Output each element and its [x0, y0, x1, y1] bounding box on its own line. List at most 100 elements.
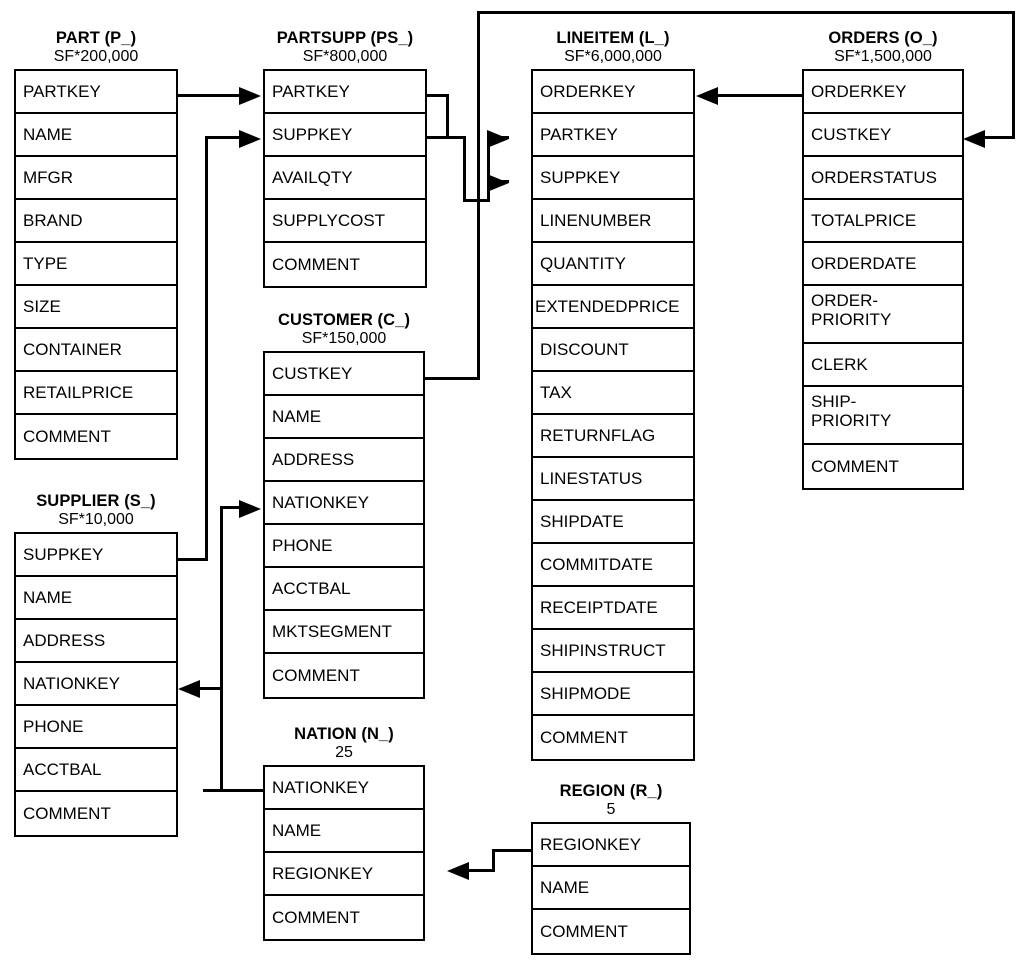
- field-lineitem-commitdate: COMMITDATE: [533, 544, 693, 587]
- field-nation-name: NAME: [265, 810, 423, 853]
- field-orders-orderdate: ORDERDATE: [804, 243, 962, 286]
- arrow-right-icon: [487, 174, 509, 192]
- field-lineitem-extendedprice: EXTENDEDPRICE: [533, 286, 693, 329]
- table-lineitem-box: ORDERKEY PARTKEY SUPPKEY LINENUMBER QUAN…: [531, 69, 695, 761]
- connector-line: [205, 138, 208, 560]
- table-partsupp-title: PARTSUPP (PS_): [276, 29, 414, 47]
- arrow-left-icon: [178, 680, 200, 698]
- arrow-right-icon: [239, 87, 261, 105]
- table-nation-title: NATION (N_): [294, 725, 394, 743]
- field-lineitem-partkey: PARTKEY: [533, 114, 693, 157]
- field-supplier-suppkey: SUPPKEY: [16, 534, 176, 577]
- field-orders-custkey: CUSTKEY: [804, 114, 962, 157]
- connector-line: [446, 94, 449, 138]
- field-orders-comment: COMMENT: [804, 445, 962, 488]
- field-lineitem-linestatus: LINESTATUS: [533, 458, 693, 501]
- field-orders-orderstatus: ORDERSTATUS: [804, 157, 962, 200]
- field-supplier-nationkey: NATIONKEY: [16, 663, 176, 706]
- table-lineitem-cardinality: SF*6,000,000: [564, 48, 662, 65]
- field-partsupp-supplycost: SUPPLYCOST: [265, 200, 425, 243]
- table-orders: ORDERS (O_) SF*1,500,000 ORDERKEY CUSTKE…: [802, 28, 964, 490]
- field-orders-shippriority: SHIP-PRIORITY: [804, 387, 962, 445]
- table-region-box: REGIONKEY NAME COMMENT: [531, 822, 691, 955]
- connector-line: [984, 136, 1015, 139]
- table-nation: NATION (N_) 25 NATIONKEY NAME REGIONKEY …: [263, 724, 425, 941]
- field-part-size: SIZE: [16, 286, 176, 329]
- arrow-left-icon: [963, 130, 985, 148]
- field-partsupp-comment: COMMENT: [265, 243, 425, 286]
- connector-line: [200, 687, 222, 690]
- field-lineitem-receiptdate: RECEIPTDATE: [533, 587, 693, 630]
- connector-line: [477, 11, 1015, 14]
- connector-line: [492, 849, 495, 871]
- connector-line: [446, 136, 466, 139]
- field-part-mfgr: MFGR: [16, 157, 176, 200]
- field-lineitem-quantity: QUANTITY: [533, 243, 693, 286]
- field-orders-orderpriority: ORDER-PRIORITY: [804, 286, 962, 344]
- table-partsupp-box: PARTKEY SUPPKEY AVAILQTY SUPPLYCOST COMM…: [263, 69, 427, 288]
- field-part-container: CONTAINER: [16, 329, 176, 372]
- field-part-retailprice: RETAILPRICE: [16, 372, 176, 415]
- field-supplier-comment: COMMENT: [16, 792, 176, 835]
- table-supplier-cardinality: SF*10,000: [58, 511, 134, 528]
- connector-line: [205, 136, 241, 139]
- table-region: REGION (R_) 5 REGIONKEY NAME COMMENT: [531, 781, 691, 955]
- field-customer-acctbal: ACCTBAL: [265, 568, 423, 611]
- field-customer-phone: PHONE: [265, 525, 423, 568]
- table-part-box: PARTKEY NAME MFGR BRAND TYPE SIZE CONTAI…: [14, 69, 178, 460]
- table-nation-cardinality: 25: [335, 744, 353, 761]
- field-supplier-name: NAME: [16, 577, 176, 620]
- arrow-right-icon: [487, 130, 509, 148]
- field-customer-nationkey: NATIONKEY: [265, 482, 423, 525]
- field-lineitem-orderkey: ORDERKEY: [533, 71, 693, 114]
- field-lineitem-shipdate: SHIPDATE: [533, 501, 693, 544]
- field-region-name: NAME: [533, 867, 689, 910]
- connector-line: [427, 94, 449, 97]
- table-partsupp-cardinality: SF*800,000: [302, 48, 388, 65]
- table-orders-title: ORDERS (O_): [828, 29, 938, 47]
- table-part-cardinality: SF*200,000: [53, 48, 139, 65]
- field-lineitem-returnflag: RETURNFLAG: [533, 415, 693, 458]
- table-supplier: SUPPLIER (S_) SF*10,000 SUPPKEY NAME ADD…: [14, 491, 178, 837]
- table-part: PART (P_) SF*200,000 PARTKEY NAME MFGR B…: [14, 28, 178, 460]
- connector-line: [487, 136, 490, 202]
- table-supplier-box: SUPPKEY NAME ADDRESS NATIONKEY PHONE ACC…: [14, 532, 178, 837]
- connector-line: [178, 94, 241, 97]
- field-part-comment: COMMENT: [16, 415, 176, 458]
- field-part-name: NAME: [16, 114, 176, 157]
- field-part-partkey: PARTKEY: [16, 71, 176, 114]
- field-customer-mktsegment: MKTSEGMENT: [265, 611, 423, 654]
- connector-line: [477, 11, 480, 379]
- field-partsupp-partkey: PARTKEY: [265, 71, 425, 114]
- field-region-comment: COMMENT: [533, 910, 689, 953]
- table-customer-box: CUSTKEY NAME ADDRESS NATIONKEY PHONE ACC…: [263, 351, 425, 699]
- connector-line: [203, 789, 265, 792]
- connector-line: [220, 506, 223, 792]
- field-lineitem-tax: TAX: [533, 372, 693, 415]
- connector-line: [178, 558, 208, 561]
- table-customer: CUSTOMER (C_) SF*150,000 CUSTKEY NAME AD…: [263, 310, 425, 699]
- field-lineitem-shipmode: SHIPMODE: [533, 673, 693, 716]
- field-supplier-address: ADDRESS: [16, 620, 176, 663]
- table-part-title: PART (P_): [55, 29, 137, 47]
- table-nation-box: NATIONKEY NAME REGIONKEY COMMENT: [263, 765, 425, 941]
- field-orders-totalprice: TOTALPRICE: [804, 200, 962, 243]
- field-lineitem-shipinstruct: SHIPINSTRUCT: [533, 630, 693, 673]
- table-orders-box: ORDERKEY CUSTKEY ORDERSTATUS TOTALPRICE …: [802, 69, 964, 490]
- connector-line: [463, 199, 490, 202]
- table-customer-cardinality: SF*150,000: [301, 330, 387, 347]
- connector-line: [468, 869, 495, 872]
- field-nation-comment: COMMENT: [265, 896, 423, 939]
- connector-line: [220, 506, 241, 509]
- table-supplier-title: SUPPLIER (S_): [36, 492, 156, 510]
- field-supplier-acctbal: ACCTBAL: [16, 749, 176, 792]
- table-lineitem: LINEITEM (L_) SF*6,000,000 ORDERKEY PART…: [531, 28, 695, 761]
- table-partsupp: PARTSUPP (PS_) SF*800,000 PARTKEY SUPPKE…: [263, 28, 427, 288]
- field-partsupp-suppkey: SUPPKEY: [265, 114, 425, 157]
- connector-line: [1012, 11, 1015, 138]
- connector-line: [427, 136, 449, 139]
- connector-line: [425, 377, 480, 380]
- field-region-regionkey: REGIONKEY: [533, 824, 689, 867]
- connector-line: [463, 136, 466, 202]
